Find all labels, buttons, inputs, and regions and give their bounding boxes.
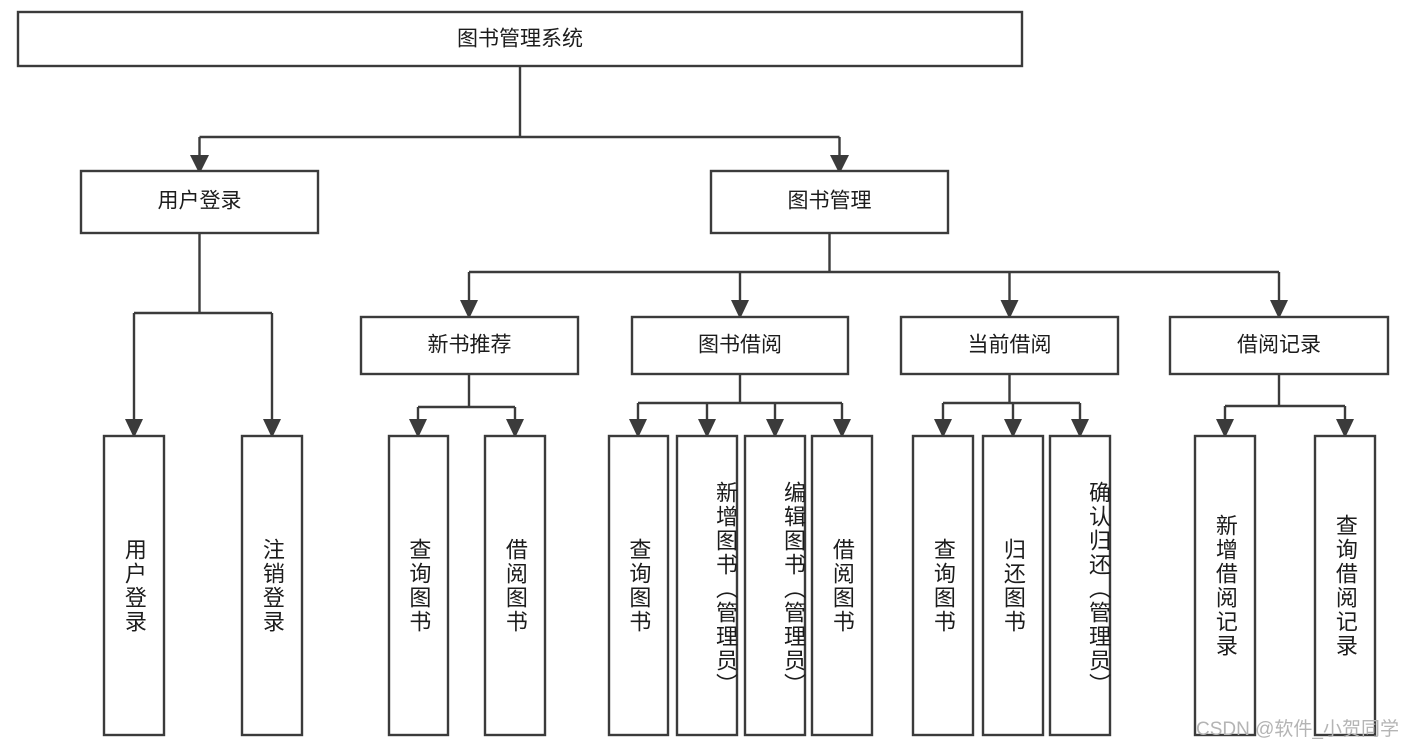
- node-leaf-query-book-current-label: 查询图书: [930, 537, 956, 634]
- node-leaf-user-login[interactable]: [102, 434, 166, 737]
- node-book-management-label: 图书管理: [788, 190, 872, 213]
- node-current-borrow-label: 当前借阅: [968, 334, 1052, 357]
- node-leaf-borrow-book-label: 借阅图书: [829, 537, 855, 634]
- arrow-head-icon: [190, 155, 209, 174]
- arrow-head-icon: [506, 419, 524, 438]
- node-leaf-add-borrow-record[interactable]: [1193, 434, 1257, 737]
- connector-root-trunk: [198, 66, 841, 158]
- node-leaf-logout-label: 注销登录: [259, 537, 285, 634]
- arrow-head-icon: [409, 419, 427, 438]
- arrow-head-icon: [263, 419, 281, 438]
- arrow-head-icon: [766, 419, 784, 438]
- node-leaf-query-book-current[interactable]: [911, 434, 975, 737]
- arrow-head-icon: [698, 419, 716, 438]
- node-leaf-return-book-label: 归还图书: [1000, 537, 1026, 634]
- arrow-head-icon: [460, 300, 478, 319]
- node-leaf-borrow-book-recommend[interactable]: [483, 434, 547, 737]
- arrow-head-icon: [731, 300, 749, 319]
- node-borrow-record-label: 借阅记录: [1237, 334, 1321, 357]
- node-leaf-add-book-label: 新增图书（管理员）: [713, 480, 738, 697]
- node-leaf-logout[interactable]: [240, 434, 304, 737]
- arrow-head-icon: [1071, 419, 1089, 438]
- connector-book-management-trunk: [467, 233, 1281, 303]
- node-root-label: 图书管理系统: [457, 28, 583, 51]
- node-root[interactable]: [16, 10, 1024, 68]
- node-leaf-user-login-label: 用户登录: [121, 537, 147, 634]
- node-leaf-return-book[interactable]: [981, 434, 1045, 737]
- connector-new-book-recommend-trunk: [416, 374, 517, 423]
- arrow-head-icon: [1270, 300, 1288, 319]
- node-leaf-query-borrow-record-label: 查询借阅记录: [1332, 513, 1358, 658]
- arrow-head-icon: [1000, 300, 1019, 319]
- node-leaf-add-borrow-record-label: 新增借阅记录: [1212, 513, 1238, 658]
- node-book-borrow-label: 图书借阅: [698, 334, 782, 357]
- node-leaf-query-borrow-record[interactable]: [1313, 434, 1377, 737]
- node-leaf-edit-book-label: 编辑图书（管理员）: [781, 480, 806, 697]
- arrow-head-icon: [125, 419, 143, 438]
- node-leaf-edit-book[interactable]: [743, 434, 807, 737]
- node-box-group: 图书管理系统 用户登录 图书管理 新书推荐 图书借阅 当前借阅 借阅记录: [16, 10, 1390, 737]
- node-leaf-borrow-book[interactable]: [810, 434, 874, 737]
- connector-user-login-trunk: [132, 233, 274, 423]
- node-user-login-label: 用户登录: [158, 190, 242, 213]
- node-leaf-query-book-recommend[interactable]: [387, 434, 450, 737]
- node-book-management[interactable]: [709, 169, 950, 235]
- connector-group: [132, 66, 1347, 423]
- arrow-head-icon: [629, 419, 647, 438]
- watermark-text: CSDN @软件_小贺同学: [1196, 719, 1399, 740]
- node-borrow-record[interactable]: [1168, 315, 1390, 376]
- node-leaf-borrow-book-recommend-label: 借阅图书: [502, 537, 528, 634]
- arrow-head-icon: [1336, 419, 1354, 438]
- node-leaf-confirm-return[interactable]: [1048, 434, 1112, 737]
- node-current-borrow[interactable]: [899, 315, 1120, 376]
- arrowhead-group: [125, 155, 1354, 438]
- node-user-login[interactable]: [79, 169, 320, 235]
- node-book-borrow[interactable]: [630, 315, 850, 376]
- node-leaf-query-book-recommend-label: 查询图书: [406, 537, 432, 634]
- connector-book-borrow-trunk: [636, 374, 844, 423]
- node-new-book-recommend[interactable]: [359, 315, 580, 376]
- node-leaf-add-book[interactable]: [675, 434, 739, 737]
- connector-borrow-record-trunk: [1223, 374, 1347, 423]
- node-leaf-query-book-borrow-label: 查询图书: [626, 537, 652, 634]
- arrow-head-icon: [1216, 419, 1234, 438]
- arrow-head-icon: [1004, 419, 1022, 438]
- connector-current-borrow-trunk: [941, 374, 1082, 423]
- arrow-head-icon: [934, 419, 952, 438]
- node-leaf-confirm-return-label: 确认归还（管理员）: [1086, 480, 1111, 697]
- node-leaf-query-book-borrow[interactable]: [607, 434, 670, 737]
- arrow-head-icon: [830, 155, 849, 174]
- arrow-head-icon: [833, 419, 851, 438]
- node-new-book-recommend-label: 新书推荐: [428, 334, 512, 357]
